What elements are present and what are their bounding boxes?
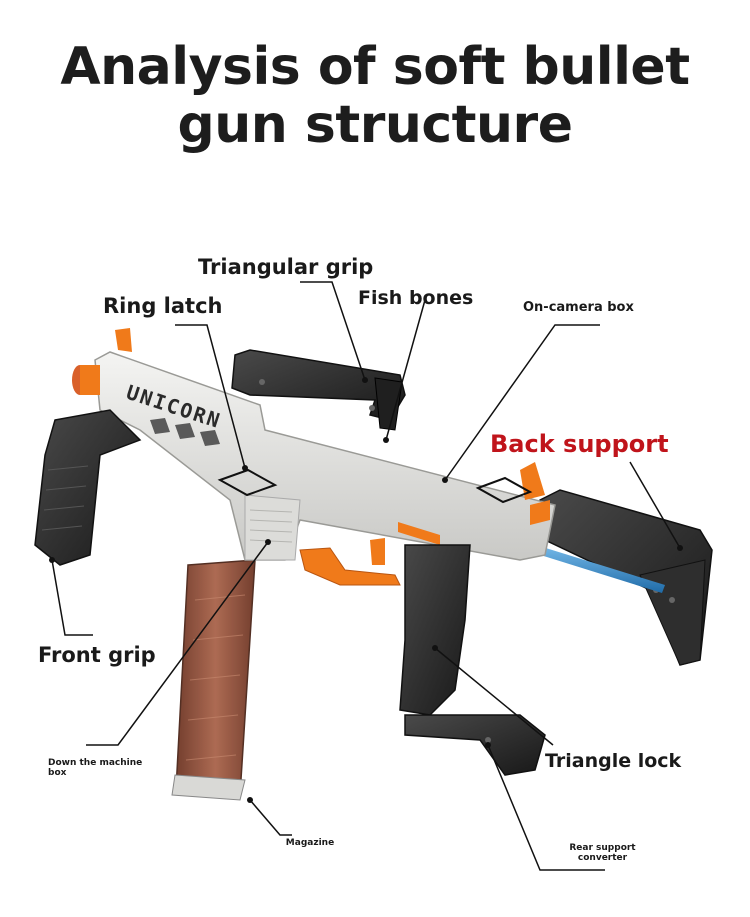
- page-title: Analysis of soft bullet gun structure: [0, 38, 750, 154]
- magazine-part: [171, 559, 256, 801]
- label-magazine: Magazine: [285, 838, 335, 848]
- label-fish-bones: Fish bones: [358, 287, 474, 309]
- label-triangle-lock: Triangle lock: [545, 750, 682, 772]
- receiver-body: UNICORN: [94, 351, 556, 561]
- title-line-2: gun structure: [177, 95, 573, 155]
- title-line-1: Analysis of soft bullet: [60, 37, 690, 97]
- label-ring-latch: Ring latch: [103, 294, 223, 318]
- front-grip-part: [34, 409, 142, 566]
- label-on-camera-box: On-camera box: [523, 300, 634, 315]
- pistol-grip-part: [399, 544, 546, 776]
- ring-sights: [217, 468, 533, 504]
- label-rear-support-converter: Rear support converter: [569, 843, 636, 863]
- leader-lines: [51, 281, 681, 871]
- label-back-support: Back support: [490, 430, 669, 458]
- label-front-grip: Front grip: [38, 643, 156, 667]
- leader-dots: [49, 377, 683, 803]
- muzzle: [72, 328, 132, 395]
- top-triangular-grip: [231, 349, 406, 431]
- label-down-machine-box: Down the machine box: [48, 758, 143, 778]
- label-triangular-grip: Triangular grip: [198, 255, 374, 279]
